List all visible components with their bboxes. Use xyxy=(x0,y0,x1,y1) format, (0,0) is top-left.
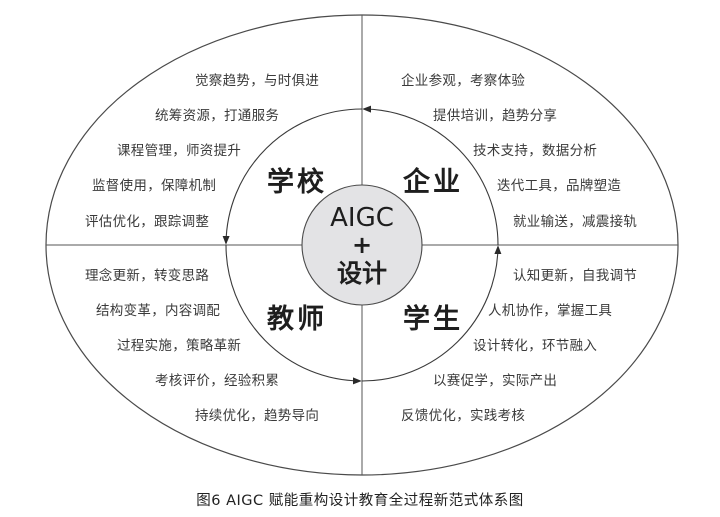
arrow-enterprise-to-school xyxy=(362,105,499,246)
quadrant-title-teacher: 教师 xyxy=(267,304,327,335)
student-item: 人机协作，掌握工具 xyxy=(488,303,613,319)
center-label-aigc: AIGC xyxy=(330,203,394,233)
teacher-item: 考核评价，经验积累 xyxy=(155,373,280,389)
quadrant-title-school: 学校 xyxy=(267,167,327,198)
quadrant-title-enterprise: 企业 xyxy=(403,167,463,198)
enterprise-item: 技术支持，数据分析 xyxy=(473,143,598,159)
enterprise-item: 提供培训，趋势分享 xyxy=(433,108,558,124)
student-item: 设计转化，环节融入 xyxy=(473,338,598,354)
student-item: 反馈优化，实践考核 xyxy=(401,408,526,424)
school-item: 课程管理，师资提升 xyxy=(117,143,242,159)
figure-caption: 图6 AIGC 赋能重构设计教育全过程新范式体系图 xyxy=(196,493,524,509)
enterprise-item: 就业输送，减震接轨 xyxy=(513,214,638,230)
student-item: 认知更新，自我调节 xyxy=(513,268,638,284)
center-label-design: 设计 xyxy=(336,259,387,288)
teacher-item: 持续优化，趋势导向 xyxy=(195,408,320,424)
school-item: 监督使用，保障机制 xyxy=(92,178,217,194)
teacher-item: 理念更新，转变思路 xyxy=(85,268,210,284)
enterprise-item: 迭代工具，品牌塑造 xyxy=(497,178,622,194)
arrow-student-to-enterprise xyxy=(361,245,502,382)
teacher-item: 过程实施，策略革新 xyxy=(117,338,242,354)
center-label-plus: + xyxy=(351,231,373,259)
school-item: 觉察趋势，与时俱进 xyxy=(195,73,320,89)
quadrant-title-student: 学生 xyxy=(403,304,463,335)
student-item: 以赛促学，实际产出 xyxy=(433,373,558,389)
teacher-item: 结构变革，内容调配 xyxy=(96,303,221,319)
arrow-teacher-to-student xyxy=(225,244,362,385)
center-circle xyxy=(301,184,423,306)
enterprise-item: 企业参观，考察体验 xyxy=(401,73,526,89)
arrow-school-to-teacher xyxy=(222,108,363,245)
school-item: 评估优化，跟踪调整 xyxy=(85,214,210,230)
school-item: 统筹资源，打通服务 xyxy=(155,108,280,124)
